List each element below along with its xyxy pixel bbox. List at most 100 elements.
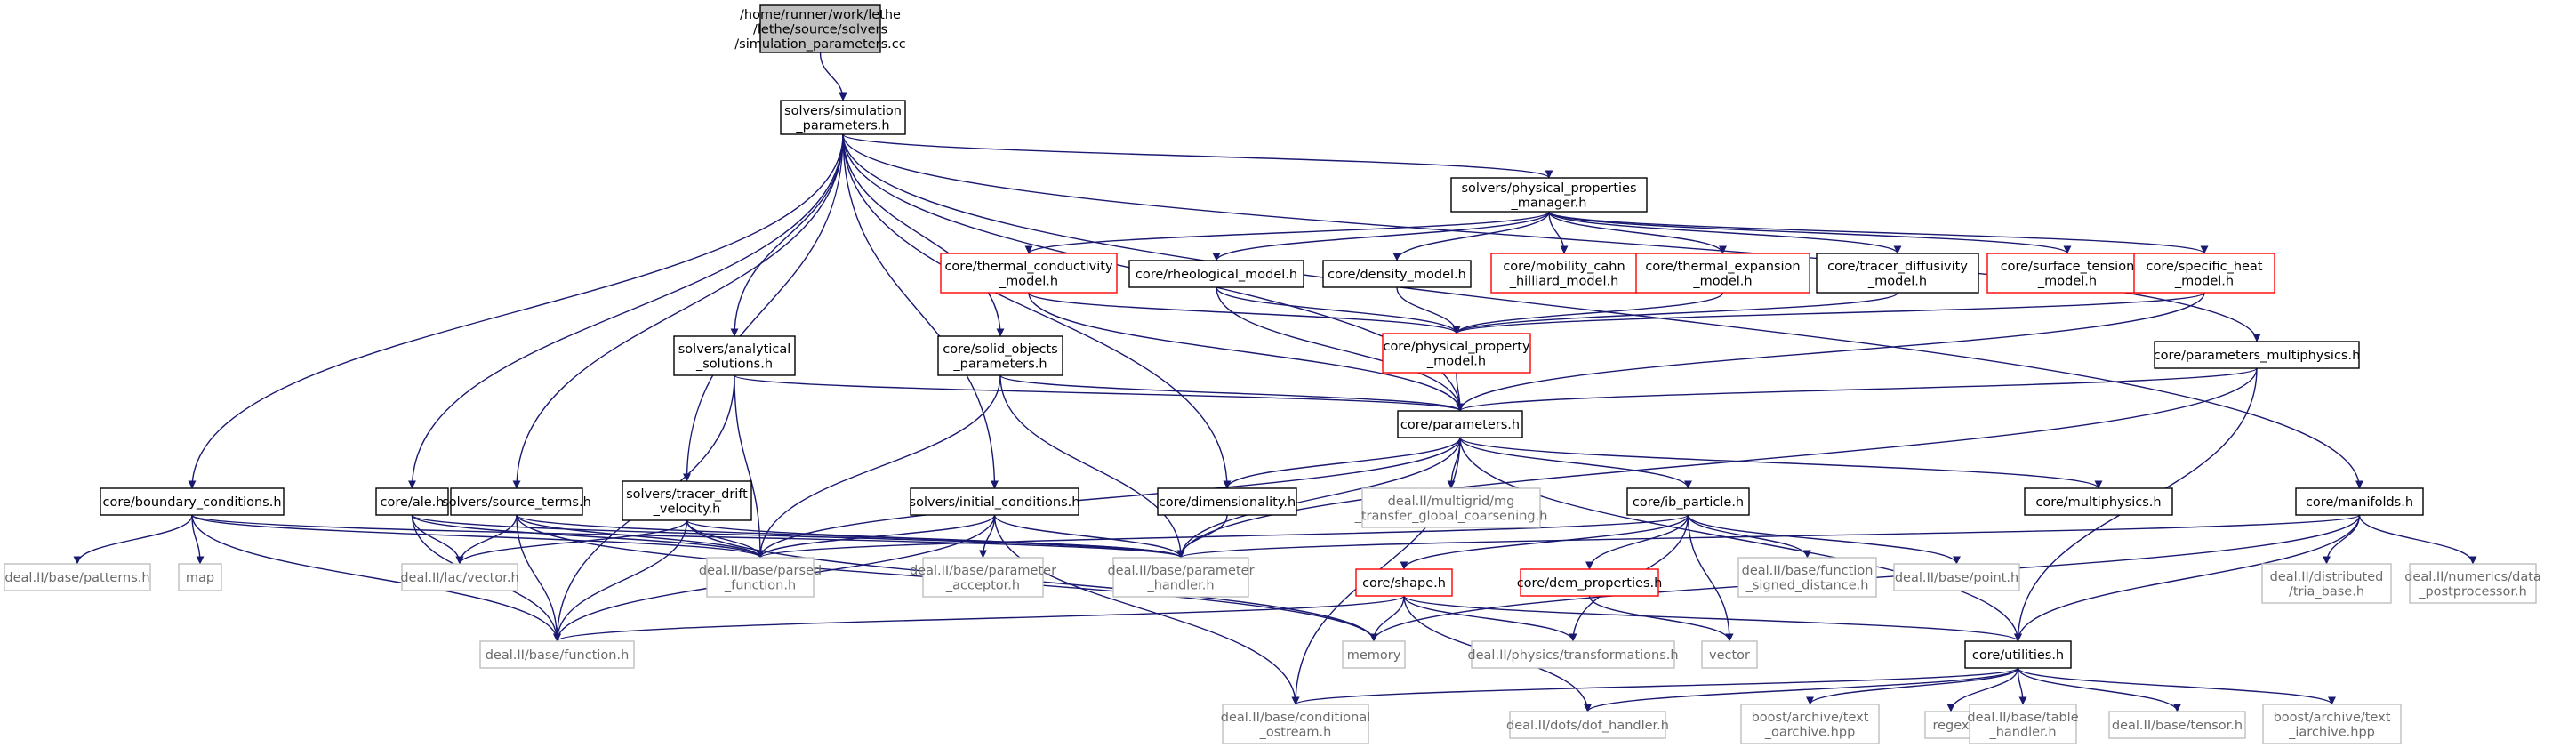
node-core-specific-heat-model-h[interactable]: core/specific_heat_model.h [2133, 253, 2275, 294]
node-core-rheological-model-h[interactable]: core/rheological_model.h [1128, 260, 1304, 288]
node-label-line: _model.h [1692, 274, 1752, 288]
node-label-line: solvers/source_terms.h [442, 495, 591, 510]
node-core-dimensionality-h[interactable]: core/dimensionality.h [1157, 487, 1297, 516]
node-label-line: core/tracer_diffusivity [1827, 260, 1968, 274]
node-label-line: deal.II/dofs/dof_handler.h [1506, 719, 1669, 733]
edge-shape-to-func [553, 595, 1405, 642]
edge-src-to-phand [516, 514, 1185, 559]
edge-sim-to-ppm [842, 133, 1553, 179]
edge-bc-to-phand [191, 514, 1185, 559]
edge-tdv-to-phand [686, 519, 1185, 559]
node-box [1342, 640, 1406, 669]
node-core-thermal-expansion-model-h[interactable]: core/thermal_expansion_model.h [1635, 253, 1810, 294]
node-core-ale-h[interactable]: core/ale.h [375, 487, 449, 516]
node-deal-ii-base-function-signed-distance-h[interactable]: deal.II/base/function_signed_distance.h [1737, 557, 1877, 598]
node-deal-ii-lac-vector-h[interactable]: deal.II/lac/vector.h [400, 563, 519, 591]
node-label-line: core/specific_heat [2146, 260, 2262, 274]
node-label-line: _oarchive.hpp [1764, 725, 1856, 739]
node-box [2261, 563, 2392, 604]
node-label-line: core/ale.h [381, 495, 445, 510]
node-core-density-model-h[interactable]: core/density_model.h [1322, 260, 1472, 288]
edge-bc-to-map [191, 514, 205, 565]
node-deal-ii-multigrid-mg-transfer-global-coarsening-h[interactable]: deal.II/multigrid/mg_transfer_global_coa… [1354, 487, 1548, 528]
node-core-shape-h[interactable]: core/shape.h [1355, 568, 1453, 597]
node-regex[interactable]: regex [1924, 711, 1978, 739]
node-core-tracer-diffusivity-model-h[interactable]: core/tracer_diffusivity_model.h [1816, 253, 1979, 294]
node-label-line: solvers/initial_conditions.h [910, 495, 1080, 510]
node-core-utilities-h[interactable]: core/utilities.h [1964, 640, 2072, 669]
edge-sim-to-ale [408, 133, 844, 489]
node-core-parameters-multiphysics-h[interactable]: core/parameters_multiphysics.h [2154, 341, 2361, 369]
node-core-thermal-conductivity-model-h[interactable]: core/thermal_conductivity_model.h [940, 253, 1118, 294]
node-solvers-analytical-solutions-h[interactable]: solvers/analytical_solutions.h [673, 335, 796, 376]
node-core-physical-property-model-h[interactable]: core/physical_property_model.h [1382, 333, 1531, 374]
node-core-surface-tension-model-h[interactable]: core/surface_tension_model.h [1986, 253, 2148, 294]
edge-rheo-to-ppmod [1216, 286, 1461, 334]
node-box [2262, 704, 2402, 744]
edge-root-to-sim [819, 52, 847, 101]
edge-tdv-to-vec [455, 519, 688, 565]
node-solvers-source-terms-h[interactable]: solvers/source_terms.h [442, 487, 591, 516]
node-box [1361, 487, 1541, 528]
node-deal-ii-physics-transformations-h[interactable]: deal.II/physics/transformations.h [1467, 640, 1679, 669]
node-solvers-simulation-parameters-h[interactable]: solvers/simulation_parameters.h [780, 100, 906, 135]
node-core-dem-properties-h[interactable]: core/dem_properties.h [1517, 568, 1663, 597]
edge-sheat-to-ppmod [1452, 292, 2205, 334]
node-boost-archive-text-oarchive-hpp[interactable]: boost/archive/text_oarchive.hpp [1740, 704, 1880, 744]
edge-ale-to-pfunc [411, 514, 765, 559]
node-core-parameters-h[interactable]: core/parameters.h [1397, 410, 1523, 438]
node-core-solid-objects-parameters-h[interactable]: core/solid_objects_parameters.h [937, 335, 1063, 376]
node-boost-archive-text-iarchive-hpp[interactable]: boost/archive/text_iarchive.hpp [2262, 704, 2402, 744]
edge-pmulti-to-phand [1176, 367, 2258, 559]
node-deal-ii-base-point-h[interactable]: deal.II/base/point.h [1893, 563, 2020, 591]
node-core-multiphysics-h[interactable]: core/multiphysics.h [2024, 487, 2173, 516]
edge-ppm-to-texp [1548, 211, 1727, 254]
node-label-line: solvers/analytical [678, 342, 791, 357]
node-deal-ii-base-parsed-function-h[interactable]: deal.II/base/parsed_function.h [699, 557, 822, 598]
node-deal-ii-base-conditional-ostream-h[interactable]: deal.II/base/conditional_ostream.h [1221, 704, 1371, 744]
node-deal-ii-numerics-data-postprocessor-h[interactable]: deal.II/numerics/data_postprocessor.h [2404, 563, 2541, 604]
edge-anal-to-pfunc [734, 374, 765, 559]
node-box [910, 487, 1079, 516]
node-label-line: core/ib_particle.h [1633, 495, 1744, 510]
node-box [1740, 704, 1880, 744]
node-home-runner-work-lethe-lethe-source-solvers-simulation-parameters-cc[interactable]: /home/runner/work/lethe/lethe/source/sol… [734, 4, 906, 53]
node-box [1635, 253, 1810, 294]
node-deal-ii-base-parameter-handler-h[interactable]: deal.II/base/parameter_handler.h [1107, 557, 1255, 598]
node-label-line: _signed_distance.h [1745, 578, 1869, 592]
node-map[interactable]: map [178, 563, 222, 591]
node-vector[interactable]: vector [1701, 640, 1758, 669]
node-deal-ii-base-parameter-acceptor-h[interactable]: deal.II/base/parameter_acceptor.h [910, 557, 1056, 598]
node-deal-ii-base-table-handler-h[interactable]: deal.II/base/table_handler.h [1967, 704, 2079, 744]
node-core-mobility-cahn-hilliard-model-h[interactable]: core/mobility_cahn_hilliard_model.h [1490, 253, 1638, 294]
node-label-line: core/utilities.h [1972, 648, 2064, 663]
node-memory[interactable]: memory [1342, 640, 1406, 669]
node-box [1924, 711, 1978, 739]
node-core-boundary-conditions-h[interactable]: core/boundary_conditions.h [100, 487, 285, 516]
node-solvers-initial-conditions-h[interactable]: solvers/initial_conditions.h [910, 487, 1080, 516]
edge-util-to-tia [2017, 667, 2336, 705]
node-box [1964, 640, 2072, 669]
node-box [2108, 711, 2246, 739]
node-deal-ii-base-patterns-h[interactable]: deal.II/base/patterns.h [4, 563, 151, 591]
node-box [4, 563, 151, 591]
node-core-manifolds-h[interactable]: core/manifolds.h [2295, 487, 2424, 516]
edge-manif-to-phand [1176, 514, 2361, 559]
node-box [1626, 487, 1750, 516]
node-deal-ii-base-function-h[interactable]: deal.II/base/function.h [479, 640, 635, 669]
node-deal-ii-base-tensor-h[interactable]: deal.II/base/tensor.h [2108, 711, 2246, 739]
node-solvers-physical-properties-manager-h[interactable]: solvers/physical_properties_manager.h [1450, 177, 1648, 213]
node-label-line: core/parameters.h [1400, 418, 1520, 432]
node-core-ib-particle-h[interactable]: core/ib_particle.h [1626, 487, 1750, 516]
edge-sim-to-tdv [683, 133, 844, 482]
node-label-line: _function.h [724, 578, 796, 592]
node-label-line: deal.II/base/table [1967, 711, 2078, 725]
node-label-line: solvers/physical_properties [1461, 181, 1636, 196]
node-solvers-tracer-drift-velocity-h[interactable]: solvers/tracer_drift_velocity.h [622, 480, 752, 521]
node-box [706, 557, 815, 598]
node-label-line: deal.II/base/conditional [1221, 711, 1371, 725]
node-label-line: deal.II/base/tensor.h [2112, 719, 2243, 733]
node-deal-ii-dofs-dof-handler-h[interactable]: deal.II/dofs/dof_handler.h [1506, 711, 1669, 739]
edge-shape-to-phys [1403, 595, 1577, 642]
node-deal-ii-distributed-tria-base-h[interactable]: deal.II/distributed/tria_base.h [2261, 563, 2392, 604]
